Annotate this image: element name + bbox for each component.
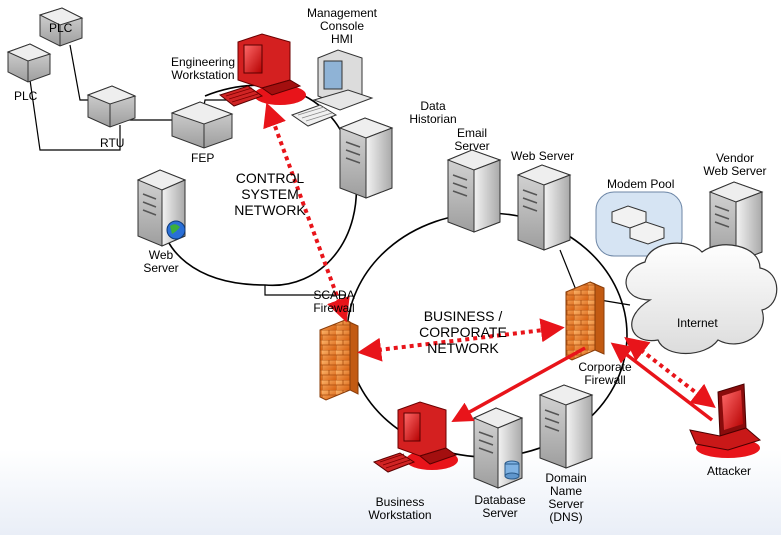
engineering-workstation-label: Engineering Workstation <box>170 55 236 82</box>
dns-server-device <box>538 384 594 469</box>
corporate-firewall-label: Corporate Firewall <box>578 360 632 387</box>
attack-paths <box>263 102 716 423</box>
vendor-web-server-device <box>708 181 764 263</box>
rtu-label: RTU <box>100 136 125 150</box>
fep-device <box>170 101 234 149</box>
internet-cloud <box>625 242 778 355</box>
internet-label: Internet <box>677 316 718 330</box>
management-console-device <box>290 49 374 127</box>
modem-pool-device <box>595 191 683 257</box>
email-server-device <box>446 149 502 233</box>
scada-firewall-label: SCADA Firewall <box>313 288 355 315</box>
business-network-label: BUSINESS / CORPORATE NETWORK <box>419 308 507 356</box>
data-historian-device <box>338 117 394 199</box>
plc-top-label: PLC <box>49 21 73 35</box>
corporate-firewall-device <box>565 281 605 361</box>
web-server-label: Web Server <box>511 149 575 163</box>
plc-left-device <box>6 43 52 83</box>
email-server-label: Email Server <box>454 126 490 153</box>
data-historian-label: Data Historian <box>409 99 457 126</box>
scada-firewall-device <box>319 319 359 401</box>
plc-top-device <box>38 7 84 47</box>
dns-server-label: Domain Name Server (DNS) <box>545 471 587 524</box>
database-server-label: Database Server <box>474 493 526 520</box>
vendor-web-server-label: Vendor Web Server <box>703 151 767 178</box>
control-web-server-device <box>136 169 187 247</box>
business-workstation-label: Business Workstation <box>368 495 432 522</box>
attacker-label: Attacker <box>707 464 752 478</box>
database-server-device <box>472 407 524 489</box>
engineering-workstation-device <box>218 33 306 107</box>
rtu-device <box>86 85 137 128</box>
modem-pool-label: Modem Pool <box>607 177 675 191</box>
management-console-label: Management Console HMI <box>306 6 378 46</box>
control-web-server-label: Web Server <box>143 248 179 275</box>
control-network-label: CONTROL SYSTEM NETWORK <box>234 170 306 218</box>
web-server-device <box>516 164 572 251</box>
business-workstation-device <box>372 401 458 473</box>
fep-label: FEP <box>191 151 215 165</box>
attacker-laptop-device <box>689 383 762 458</box>
plc-left-label: PLC <box>14 89 38 103</box>
